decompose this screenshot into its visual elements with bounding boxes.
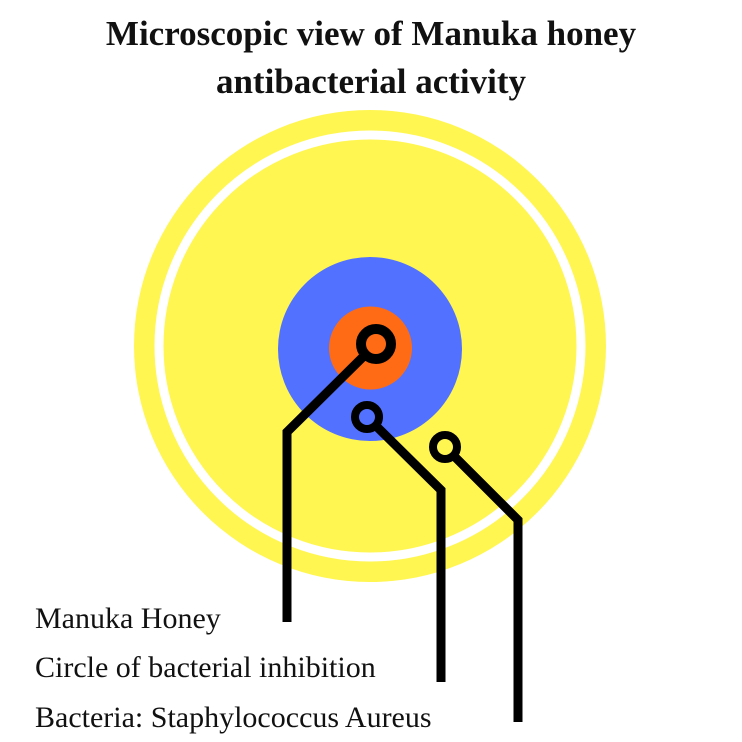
leader-line-inhibition bbox=[363, 413, 446, 682]
petri-dish-rim bbox=[154, 130, 586, 562]
label-manuka-honey: Manuka Honey bbox=[35, 602, 221, 635]
marker-bacteria bbox=[429, 431, 461, 463]
title-line-1: Microscopic view of Manuka honey bbox=[105, 14, 637, 53]
marker-inhibition bbox=[351, 401, 383, 433]
label-inhibition-circle: Circle of bacterial inhibition bbox=[35, 651, 376, 684]
leader-line-bacteria bbox=[441, 443, 523, 722]
title-line-2: antibacterial activity bbox=[215, 62, 527, 101]
diagram-title: Microscopic view of Manuka honey antibac… bbox=[0, 10, 742, 106]
marker-honey bbox=[356, 324, 396, 364]
label-bacteria: Bacteria: Staphylococcus Aureus bbox=[35, 701, 432, 734]
leader-line-honey bbox=[282, 346, 374, 622]
